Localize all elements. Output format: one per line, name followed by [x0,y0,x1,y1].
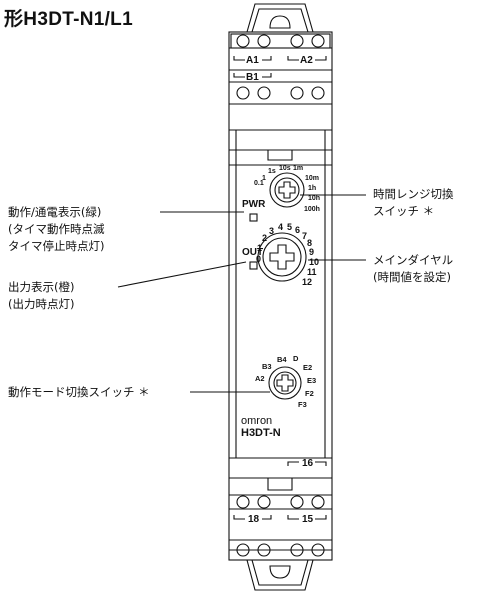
callout-line: (出力時点灯) [8,297,75,311]
range-label-10s: 10s [279,165,291,172]
callout-line: スイッチ ＊ [373,204,435,218]
callout-line: (タイマ動作時点滅 [8,222,105,236]
main-label-3: 3 [269,226,274,236]
model-label: H3DT-N [241,427,281,439]
brand-label: omron [241,415,272,427]
range-label-0-1: 0.1 [254,180,264,187]
main-dial[interactable] [257,232,307,282]
range-label-10h: 10h [308,195,320,202]
out-indicator-callout: 出力表示(橙) (出力時点灯) [8,279,74,313]
mode-label-f2: F2 [305,389,314,398]
pwr-led [249,213,258,222]
mode-label-d: D [293,354,299,363]
relay-body [228,31,333,561]
main-label-5: 5 [287,222,292,232]
callout-line: 時間レンジ切換 [373,187,454,201]
main-label-2: 2 [262,233,267,243]
main-label-12: 12 [302,277,312,287]
range-label-10m: 10m [305,175,319,182]
pwr-label: PWR [242,199,266,210]
main-label-11: 11 [307,267,317,277]
out-label: OUT [242,247,263,258]
terminal-18-label: 18 [248,514,260,525]
main-label-10: 10 [309,257,319,267]
callout-line: 出力表示(橙) [8,280,75,294]
time-range-callout: 時間レンジ切換 スイッチ ＊ [373,186,454,220]
out-led [249,261,258,270]
callout-line: タイマ停止時点灯) [8,239,105,253]
top-mounting-tab [246,3,314,33]
terminal-16-label: 16 [302,458,314,469]
range-label-100h: 100h [304,206,320,213]
mode-label-e2: E2 [303,363,312,372]
top-terminal-screws [230,33,331,100]
main-label-1: 1 [257,243,262,253]
terminal-b1-label: B1 [246,72,259,83]
mode-dial[interactable] [268,366,302,400]
pwr-indicator-callout: 動作/通電表示(緑) (タイマ動作時点滅 タイマ停止時点灯) [8,204,105,255]
mode-label-a2: A2 [255,374,265,383]
range-label-1m: 1m [293,165,303,172]
terminal-a1-label: A1 [246,55,259,66]
range-label-1: 1 [262,175,266,182]
mode-label-f3: F3 [298,400,307,409]
mode-label-b3: B3 [262,362,272,371]
mode-label-b4: B4 [277,355,287,364]
terminal-a2-label: A2 [300,55,313,66]
page-title: 形H3DT-N1/L1 [4,9,133,30]
bottom-terminal-screws [236,495,325,557]
main-label-0: 0 [256,254,261,264]
main-dial-callout: メインダイヤル (時間値を設定) [373,252,453,286]
main-label-4: 4 [278,222,283,232]
time-range-dial[interactable] [269,172,305,208]
range-label-1h: 1h [308,185,316,192]
terminal-15-label: 15 [302,514,314,525]
mode-label-e3: E3 [307,376,316,385]
range-label-1s: 1s [268,168,276,175]
mode-switch-callout: 動作モード切換スイッチ ＊ [8,384,150,401]
callout-line: メインダイヤル [373,253,454,267]
callout-line: 動作モード切換スイッチ ＊ [8,385,150,399]
callout-line: (時間値を設定) [373,270,451,284]
main-label-8: 8 [307,238,312,248]
bottom-mounting-tab [246,559,314,591]
main-label-9: 9 [309,247,314,257]
callout-line: 動作/通電表示(緑) [8,205,102,219]
out-leader-line [117,261,247,288]
main-label-6: 6 [295,225,300,235]
main-label-7: 7 [302,231,307,241]
